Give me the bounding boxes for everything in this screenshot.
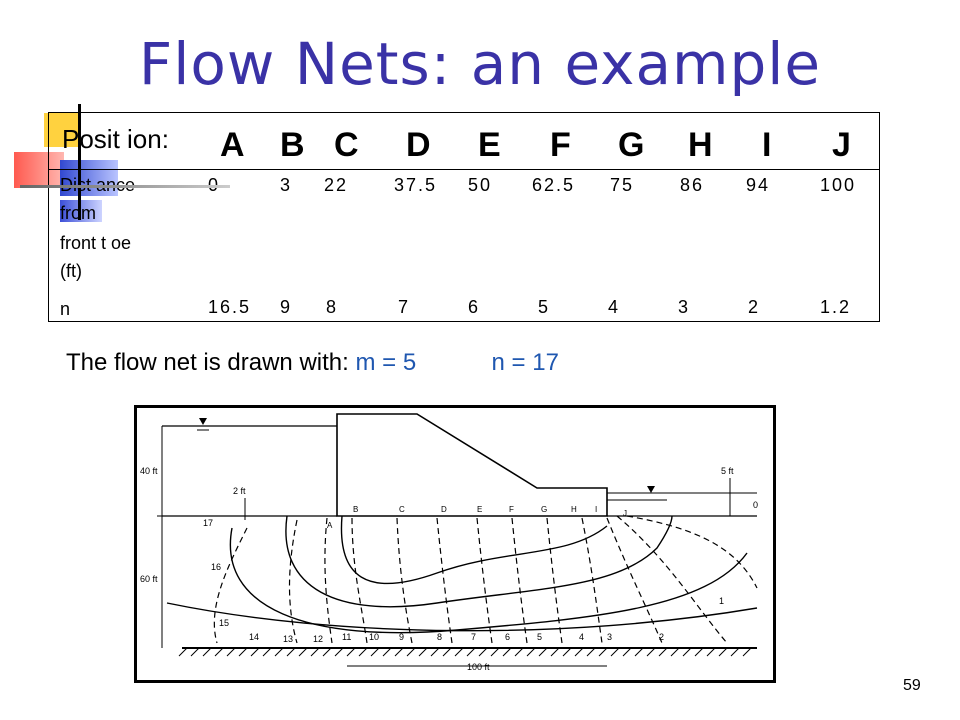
decor-red-square: [14, 152, 64, 188]
drop-label: 11: [342, 632, 351, 642]
impervious-hatching: [178, 647, 752, 657]
drop-labels: 17 16 15 14 13 12 11 10 9 8 7 6 5 4 3 2 …: [203, 518, 724, 644]
table-rule-top: [48, 112, 880, 113]
n-value: 3: [678, 297, 691, 317]
n-value: 9: [280, 297, 293, 317]
flow-net-prefix: The flow net is drawn with:: [66, 349, 349, 376]
drop-label: 9: [399, 632, 404, 642]
water-level-icon: [199, 418, 207, 425]
point-label: C: [399, 505, 405, 514]
n-value: 2: [748, 297, 761, 317]
flow-net-m: m = 5: [355, 349, 417, 376]
position-letter: H: [688, 126, 713, 164]
page-number: 59: [903, 677, 921, 694]
point-label: H: [571, 505, 577, 514]
drop-label: 14: [249, 632, 259, 642]
drop-label: 15: [219, 618, 229, 628]
distance-value: 94: [746, 175, 771, 195]
n-value: 6: [468, 297, 481, 317]
table-side-right: [879, 112, 880, 322]
drop-label: 16: [211, 562, 221, 572]
distance-value: 3: [280, 175, 293, 195]
distance-value: 37.5: [394, 175, 438, 195]
flow-net-statement: The flow net is drawn with: m = 5 n = 17: [66, 349, 559, 377]
flow-net-drawing: 40 ft 60 ft 2 ft 5 ft 0 100 ft: [140, 413, 758, 672]
label-2ft: 2 ft: [233, 486, 246, 496]
label-zero: 0: [753, 500, 758, 510]
dam-body: [336, 413, 608, 517]
flow-net-n: n = 17: [491, 349, 559, 376]
n-value: 16.5: [208, 297, 252, 317]
decor-horizontal-line: [20, 185, 230, 188]
distance-value: 86: [680, 175, 705, 195]
flow-net-figure: 40 ft 60 ft 2 ft 5 ft 0 100 ft: [134, 405, 776, 683]
label-60ft: 60 ft: [140, 574, 158, 584]
distance-label-line: front t oe: [60, 233, 132, 253]
position-table: Posit ion: A B C D E F G H I J Dist ance…: [48, 112, 880, 322]
flow-line-1: [340, 515, 608, 585]
point-label: I: [595, 505, 597, 514]
flow-line-3: [229, 527, 748, 634]
decor-blue-square-small: [60, 200, 102, 222]
table-side-left: [48, 112, 49, 322]
position-letter: E: [478, 126, 501, 164]
position-letter: G: [618, 126, 645, 164]
n-label: n: [60, 299, 71, 319]
position-letter: I: [762, 126, 772, 164]
n-value: 8: [326, 297, 339, 317]
distance-value: 62.5: [532, 175, 576, 195]
drop-label: 5: [537, 632, 542, 642]
decor-blue-square: [60, 160, 118, 196]
point-label: B: [353, 505, 358, 514]
tailwater-icon: [647, 486, 655, 493]
label-100ft: 100 ft: [467, 662, 490, 672]
drop-label-one: 1: [719, 596, 724, 606]
table-rule-bottom: [48, 321, 880, 322]
point-label: J: [623, 509, 627, 518]
n-value: 7: [398, 297, 411, 317]
drop-label: 12: [313, 634, 323, 644]
label-40ft: 40 ft: [140, 466, 158, 476]
point-label: A: [327, 521, 333, 530]
drop-label: 6: [505, 632, 510, 642]
decor-yellow-square: [44, 113, 78, 147]
drop-label: 2: [659, 632, 664, 642]
drop-label: 13: [283, 634, 293, 644]
drop-label: 8: [437, 632, 442, 642]
point-label: G: [541, 505, 547, 514]
flow-lines: [166, 515, 758, 634]
distance-label-line: (ft): [60, 261, 82, 281]
distance-value: 22: [324, 175, 349, 195]
equipotential-lines: [213, 515, 758, 644]
position-letter: C: [334, 126, 359, 164]
position-letter: A: [220, 126, 245, 164]
point-label: E: [477, 505, 482, 514]
position-letter: D: [406, 126, 431, 164]
n-value: 1.2: [820, 297, 852, 317]
drop-label: 7: [471, 632, 476, 642]
position-letter: F: [550, 126, 571, 164]
drop-label: 10: [369, 632, 379, 642]
n-value: 4: [608, 297, 621, 317]
n-value: 5: [538, 297, 551, 317]
position-letter: B: [280, 126, 305, 164]
distance-value: 75: [610, 175, 635, 195]
distance-value: 100: [820, 175, 857, 195]
slide-title: Flow Nets: an example: [138, 30, 822, 98]
decor-vertical-line: [78, 104, 81, 220]
label-5ft: 5 ft: [721, 466, 734, 476]
drop-label: 17: [203, 518, 213, 528]
flow-line-2: [285, 515, 673, 608]
drop-label: 3: [607, 632, 612, 642]
position-letter: J: [832, 126, 851, 164]
point-label: D: [441, 505, 447, 514]
point-labels: A B C D E F G H I J: [327, 505, 627, 530]
point-label: F: [509, 505, 514, 514]
drop-label: 4: [579, 632, 584, 642]
flow-line-4: [166, 602, 758, 632]
distance-value: 50: [468, 175, 493, 195]
table-rule-middle: [48, 169, 880, 170]
